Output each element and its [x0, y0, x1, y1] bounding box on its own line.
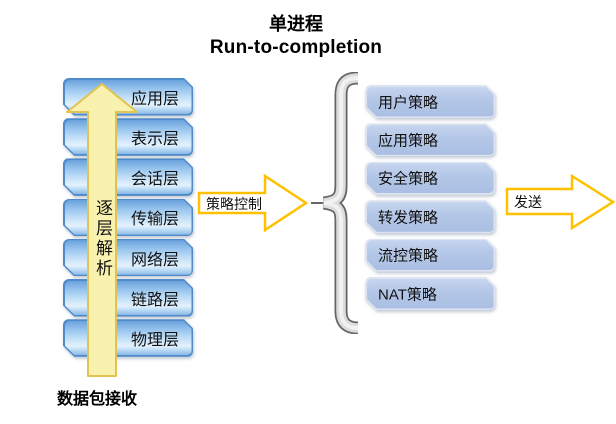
title-line-en: Run-to-completion	[209, 36, 383, 58]
policy-control-label: 策略控制	[206, 196, 262, 212]
policy-box-nat: NAT策略	[365, 277, 495, 310]
osi-layer-box-presentation: 表示层	[63, 118, 193, 156]
osi-layer-label: 网络层	[130, 251, 179, 269]
policy-box-flowcontrol: 流控策略	[365, 239, 495, 272]
policy-label: 应用策略	[378, 132, 439, 150]
osi-layer-box-physical: 物理层	[63, 319, 193, 357]
osi-layer-label: 传输层	[130, 211, 179, 229]
policy-label: 转发策略	[378, 209, 439, 227]
policy-control-arrow-shape	[197, 173, 309, 233]
packet-receive-label: 数据包接收	[57, 391, 138, 408]
policy-label: 流控策略	[378, 247, 439, 265]
policy-label: 用户策略	[378, 94, 439, 111]
policy-label: NAT策略	[378, 286, 437, 303]
policy-box-forward: 转发策略	[365, 200, 495, 233]
osi-layer-box-transport: 传输层	[63, 199, 193, 237]
brace-shape	[311, 72, 359, 334]
send-arrow-shape	[505, 173, 616, 231]
policy-box-app: 应用策略	[365, 123, 495, 156]
osi-layer-box-session: 会话层	[63, 158, 193, 196]
send-label: 发送	[514, 194, 542, 210]
osi-layer-label: 物理层	[130, 331, 179, 349]
title-line-cn: 单进程	[269, 14, 323, 34]
diagram-title: 单进程 Run-to-completion	[146, 14, 446, 59]
up-arrow-shape	[66, 83, 138, 377]
policy-box-user: 用户策略	[365, 85, 495, 118]
osi-layer-label: 链路层	[130, 291, 179, 309]
osi-layer-box-link: 链路层	[63, 279, 193, 317]
osi-layer-label: 表示层	[130, 130, 179, 148]
policy-box-security: 安全策略	[365, 162, 495, 195]
policy-label: 安全策略	[378, 170, 439, 188]
osi-layer-box-network: 网络层	[63, 239, 193, 277]
osi-layer-label: 会话层	[130, 171, 179, 189]
osi-layer-label: 应用层	[130, 90, 179, 108]
flow-label-vertical: 逐层解析	[93, 199, 112, 279]
